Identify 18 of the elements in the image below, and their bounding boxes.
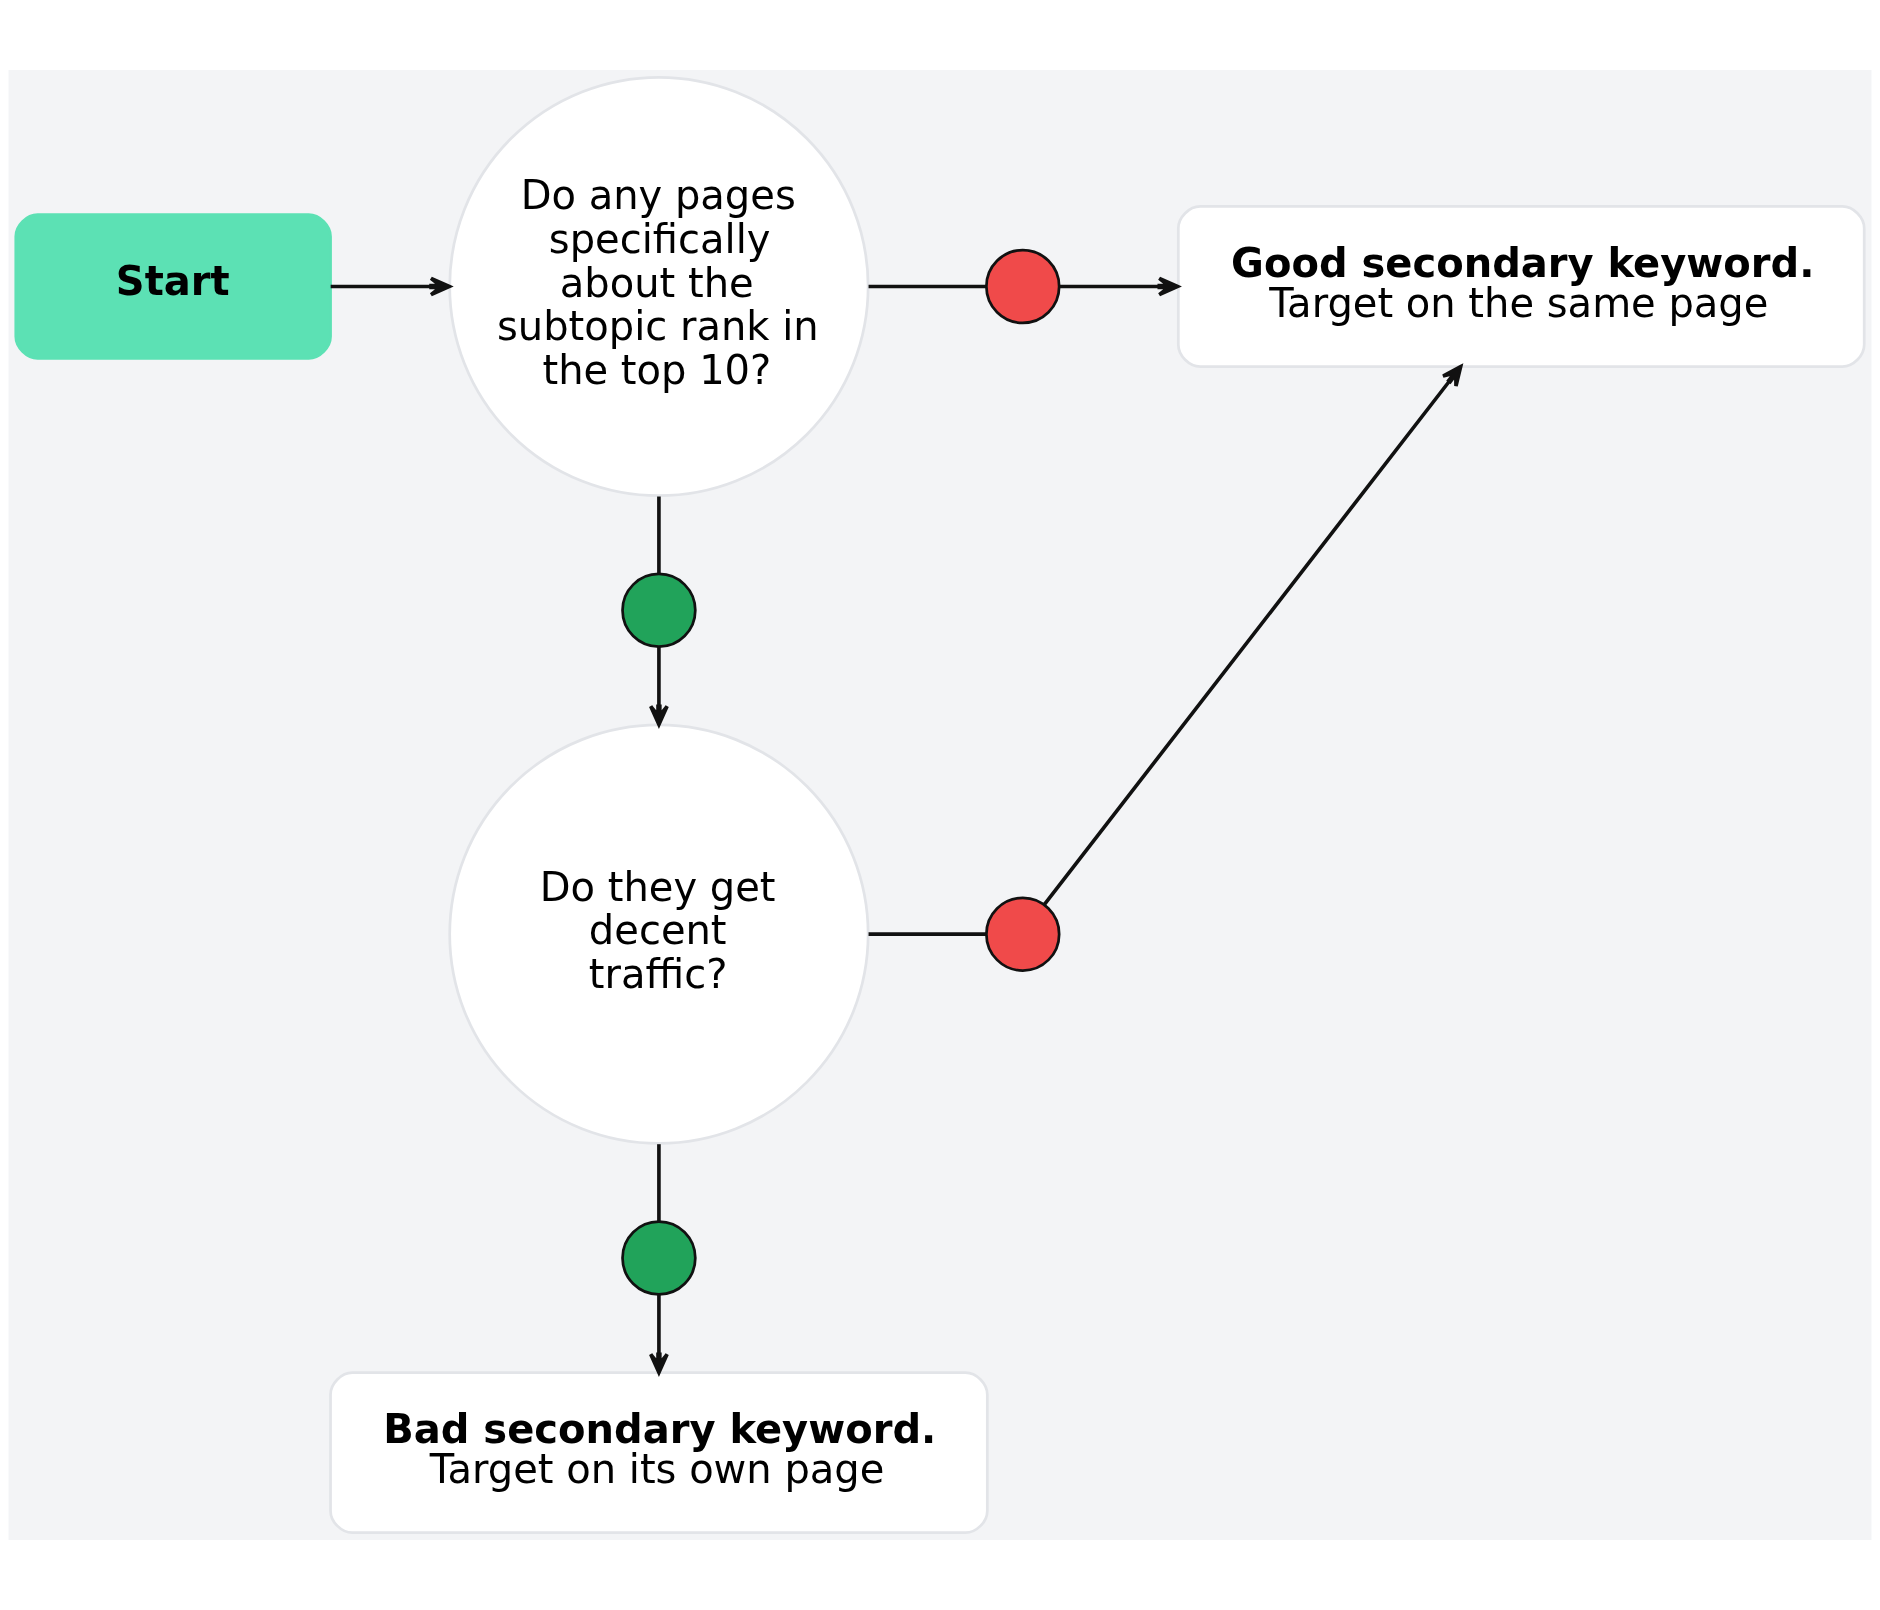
node-circle: Do they get decent traffic?: [448, 723, 870, 1145]
arrow: [330, 276, 452, 297]
node-box: Bad secondary keyword. Target on its own page: [329, 1371, 989, 1535]
arrow: [1059, 276, 1180, 297]
node-circle: [621, 1220, 697, 1296]
node-box: Good secondary keyword. Target on the same page: [1176, 205, 1866, 368]
node-circle: [621, 572, 697, 649]
connector: [657, 1144, 661, 1222]
connector: [657, 496, 661, 574]
arrow: [648, 647, 669, 727]
arrow: [1042, 364, 1463, 906]
node-box: Start: [14, 213, 332, 360]
arrow: [648, 1294, 669, 1375]
connector: [868, 932, 987, 936]
node-circle: Do any pages specifically about the subtopic rank in the top 10?: [448, 75, 870, 498]
connector: [868, 284, 987, 289]
node-circle: [985, 896, 1061, 972]
node-circle: [985, 248, 1061, 325]
